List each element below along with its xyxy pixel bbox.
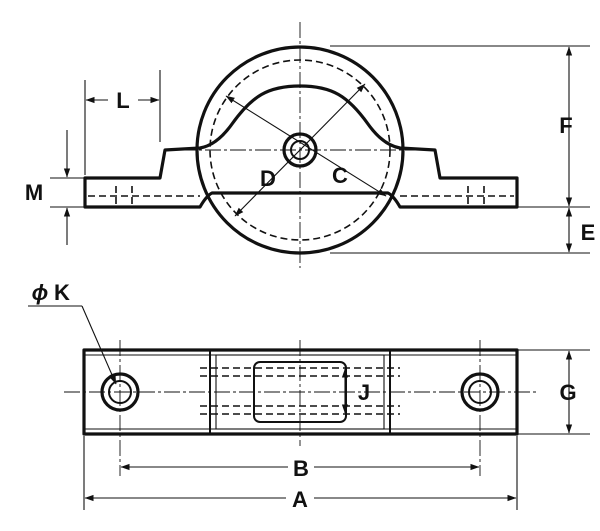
label-F: F	[559, 113, 572, 138]
A-label-gap	[286, 486, 314, 510]
label-E: E	[581, 220, 596, 245]
label-M: M	[25, 180, 43, 205]
label-K: K	[54, 280, 70, 305]
bottom-view	[64, 340, 536, 476]
K-leader-diagonal	[81, 305, 117, 385]
B-label-gap	[288, 455, 314, 479]
label-B: B	[293, 456, 309, 481]
label-D: D	[260, 166, 276, 191]
front-view	[83, 22, 519, 268]
label-G: G	[559, 380, 576, 405]
label-L: L	[116, 88, 129, 113]
front-dimensions: L M F E D C	[25, 45, 596, 254]
dimension-C-line	[225, 95, 387, 197]
label-K-symbol: ϕ	[32, 280, 49, 305]
label-A: A	[292, 487, 308, 512]
label-C: C	[332, 163, 348, 188]
bottom-dimensions: ϕ K J G B A	[28, 280, 590, 512]
bracket-body	[83, 84, 519, 209]
label-J: J	[358, 380, 370, 405]
